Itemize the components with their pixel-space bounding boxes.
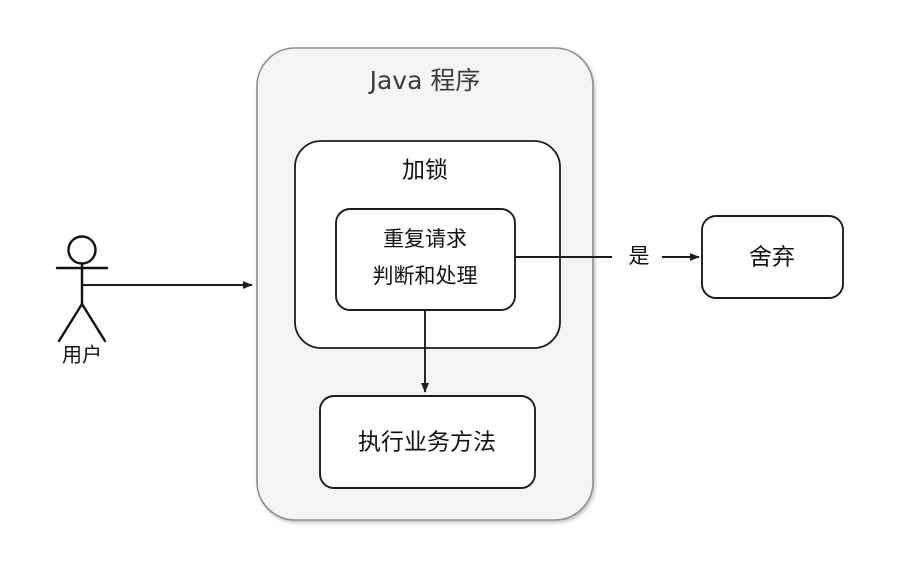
node-duplicate-request-check-line1: 重复请求 (383, 227, 467, 251)
stick-figure-icon (55, 235, 109, 343)
group-lock-title: 加锁 (402, 158, 448, 184)
actor-leg-left (57, 302, 84, 343)
node-discard-label: 舍弃 (749, 245, 795, 271)
node-discard[interactable] (701, 215, 844, 299)
container-java-program-title: Java 程序 (368, 66, 481, 95)
node-duplicate-request-check[interactable] (335, 208, 516, 311)
actor-leg-right (80, 302, 107, 343)
node-execute-business-method[interactable] (319, 395, 536, 489)
actor-label: 用户 (62, 343, 102, 367)
node-duplicate-request-check-line2: 判断和处理 (373, 264, 478, 288)
actor-head (67, 235, 97, 265)
node-execute-business-method-label: 执行业务方法 (358, 430, 496, 456)
edge-label-yes: 是 (629, 244, 650, 268)
